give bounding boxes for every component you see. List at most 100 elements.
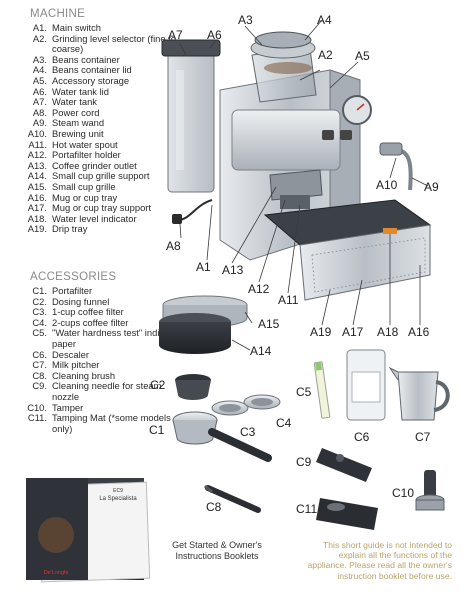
machine-item-label: Mug or cup tray support [52, 202, 152, 214]
callout-a16: A16 [408, 325, 430, 339]
machine-section-title: MACHINE [30, 8, 86, 20]
machine-item-label: Small cup grille support [52, 170, 150, 182]
machine-item-label: Hot water spout [52, 138, 118, 150]
machine-item-code: A18. [27, 212, 47, 224]
accessories-item-label: Tamper [52, 401, 84, 413]
accessories-item: C8.Cleaning brush [0, 369, 190, 382]
callout-c10: C10 [392, 486, 415, 500]
machine-item: A14. Small cup grille support [0, 171, 190, 182]
accessories-item: C4. 2-cups coffee filter [0, 316, 190, 329]
callout-a19: A19 [310, 325, 332, 339]
callout-a1: A1 [196, 260, 211, 274]
accessories-item-code: C9. [32, 380, 47, 392]
callout-a18: A18 [377, 325, 399, 339]
cleaning-needle [316, 448, 372, 482]
callout-a14: A14 [250, 344, 272, 358]
leader-lines [179, 19, 429, 351]
steam-wand [379, 142, 413, 191]
machine-item: A3.Beans container [0, 53, 190, 66]
machine-item-code: A10. [27, 127, 47, 139]
machine-item-code: A3. [32, 53, 47, 65]
descaler-bottle [346, 349, 386, 421]
machine-item-code: A4. [32, 64, 47, 76]
callout-a12: A12 [248, 282, 270, 296]
machine-item-code: A19. [27, 223, 47, 235]
callout-a17: A17 [342, 325, 364, 339]
machine-item-label: Beans container lid [52, 64, 132, 76]
machine-item-code: A17. [27, 202, 47, 214]
callout-a13: A13 [222, 263, 244, 277]
two-cup-filter [243, 394, 281, 410]
booklet-brand: De'Longhi [44, 570, 69, 576]
machine-item: A12. Portafilter holder [0, 150, 190, 161]
machine-item-code: A14. [27, 170, 47, 182]
dosing-funnel [175, 374, 211, 400]
machine-item-label: Portafilter holder [52, 149, 121, 161]
machine-item: A5.Accessory storage [0, 74, 190, 87]
accessories-item-code: C11. [27, 412, 47, 424]
machine-item-label: Mug or cup tray [52, 191, 118, 203]
accessories-item: C10.Tamper [0, 401, 190, 414]
accessories-item-label: 2-cups coffee filter [52, 316, 129, 328]
callout-c5: C5 [296, 385, 312, 399]
callout-c4: C4 [276, 416, 292, 430]
callout-a5: A5 [355, 49, 370, 63]
machine-item-label: Steam wand [52, 117, 105, 129]
machine-item: A17. Mug or cup tray support [0, 202, 190, 214]
tamping-mat [316, 498, 378, 530]
portafilter [172, 411, 272, 462]
machine-item-code: A13. [27, 159, 47, 171]
machine-item: A6.Water tank lid [0, 85, 190, 98]
machine-item-label: Water tank lid [52, 85, 109, 97]
accessories-item: C11.Tamping Mat (*some models only) [0, 412, 190, 434]
callout-c3: C3 [240, 425, 256, 439]
machine-item: A9.Steam wand [0, 118, 190, 129]
accessories-item-label: "Water hardness test" indicator paper [52, 327, 181, 349]
machine-item: A2.Grinding level selector (fine to coar… [0, 32, 190, 55]
machine-item-code: A7. [32, 96, 47, 108]
accessories-item-label: 1-cup coffee filter [52, 306, 124, 318]
callout-c8: C8 [206, 500, 222, 514]
machine-item-code: A2. [32, 32, 47, 44]
machine-item: A16. Mug or cup tray [0, 191, 190, 204]
machine-item-code: A5. [32, 74, 47, 86]
bean-hopper [250, 31, 317, 103]
machine-item-label: Main switch [52, 22, 101, 33]
callout-a7: A7 [168, 28, 183, 42]
accessories-item-label: Cleaning needle for steam nozzle [52, 380, 162, 402]
accessories-section-title: ACCESSORIES [30, 271, 117, 283]
machine-item: A1.Main switch [0, 22, 190, 34]
portafilter-holder [269, 169, 323, 209]
accessories-item-code: C3. [32, 306, 47, 318]
accessories-item-code: C2. [32, 295, 47, 307]
accessories-item-label: Milk pitcher [52, 359, 100, 371]
machine-item: A19. Drip tray [0, 224, 190, 235]
machine-item: A4. Beans container lid [0, 65, 190, 76]
machine-item: A7.Water tank [0, 97, 190, 108]
machine-item-code: A16. [27, 191, 47, 203]
machine-item: A10. Brewing unit [0, 127, 190, 140]
accessories-item-code: C4. [32, 316, 47, 328]
accessories-item-label: Cleaning brush [52, 369, 116, 381]
machine-item-code: A15. [27, 180, 47, 192]
machine-item-label: Small cup grille [52, 180, 116, 192]
machine-item-label: Drip tray [52, 223, 88, 235]
accessories-item: C3. 1-cup coffee filter [0, 307, 190, 318]
accessories-item-code: C7. [32, 359, 47, 371]
machine-item-label: Brewing unit [52, 127, 104, 139]
callout-a8: A8 [166, 239, 181, 253]
accessories-item-label: Descaler [52, 348, 89, 360]
machine-item: A18.Water level indicator [0, 212, 190, 225]
machine-item-code: A8. [32, 106, 47, 118]
machine-item-code: A12. [27, 149, 47, 161]
accessories-item-label: Dosing funnel [52, 295, 110, 307]
one-cup-filter [211, 400, 249, 416]
machine-item: A15. Small cup grille [0, 180, 190, 193]
accessories-item: C6.Descaler [0, 348, 190, 361]
booklet-model-name: La Specialista [99, 496, 137, 502]
cleaning-brush [204, 484, 261, 513]
machine-item-label: Power cord [52, 106, 100, 118]
callout-c9: C9 [296, 455, 312, 469]
machine-item: A11.Hot water spout [0, 138, 190, 151]
